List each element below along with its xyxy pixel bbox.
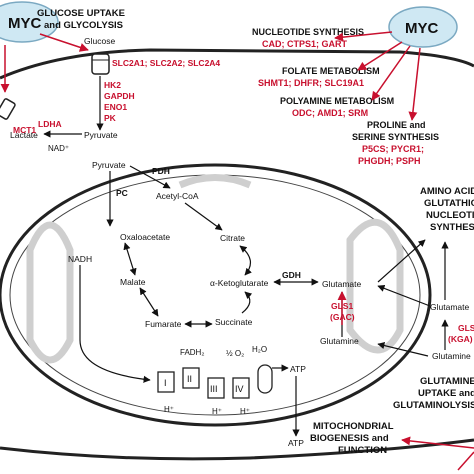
pdh-label: PDH xyxy=(152,166,170,176)
mito-biogenesis-3: FUNCTION xyxy=(338,445,387,456)
right-arrows xyxy=(292,239,449,437)
h2o: H₂O xyxy=(252,345,267,354)
slc2-genes: SLC2A1; SLC2A2; SLC2A4 xyxy=(112,58,220,68)
complex-i: I xyxy=(164,378,167,388)
amino-acid-3: NUCLEOTIDE xyxy=(426,210,474,221)
right-glutamine: Glutamine xyxy=(432,351,471,361)
proline-title-2: SERINE SYNTHESIS xyxy=(352,132,439,142)
complex-iii: III xyxy=(210,384,218,394)
mct1-transporter-icon xyxy=(0,98,16,120)
electron-transport-chain: I II III IV FADH₂ ½ O₂ H₂O ATP H⁺ H⁺ H⁺ xyxy=(157,345,306,416)
complex-ii: II xyxy=(187,374,192,384)
polyamine-genes: ODC; AMD1; SRM xyxy=(292,108,368,118)
myc-left-label: MYC xyxy=(8,15,42,32)
half-o2: ½ O₂ xyxy=(226,349,244,358)
mitochondrion xyxy=(0,163,432,427)
glycolysis-gene-pk: PK xyxy=(104,113,117,123)
amino-acid-2: GLUTATHIONE, xyxy=(424,198,474,209)
glucose-transporter-icon xyxy=(91,53,110,75)
gls-kga-2: (KGA) xyxy=(448,334,473,344)
glycolysis-gene-hk2: HK2 xyxy=(104,80,121,90)
mito-biogenesis-1: MITOCHONDRIAL xyxy=(313,421,394,432)
hplus-2: H⁺ xyxy=(212,407,222,416)
myc-node-left: MYC xyxy=(0,1,59,43)
nadh: NADH xyxy=(68,254,92,264)
oxaloacetate: Oxaloacetate xyxy=(120,232,170,242)
polyamine-title: POLYAMINE METABOLISM xyxy=(280,96,394,106)
folate-title: FOLATE METABOLISM xyxy=(282,66,380,76)
hplus-3: H⁺ xyxy=(240,407,250,416)
nad-label: NAD⁺ xyxy=(48,144,69,153)
ldha-label: LDHA xyxy=(38,119,62,129)
complex-iv: IV xyxy=(235,384,244,394)
tca-arrows xyxy=(79,165,346,383)
proline-genes-1: P5CS; PYCR1; xyxy=(362,144,424,154)
fadh2: FADH₂ xyxy=(180,348,204,357)
mito-biogenesis-2: BIOGENESIS and xyxy=(310,433,389,444)
alpha-ketoglutarate: α-Ketoglutarate xyxy=(210,278,269,288)
glycolysis-gene-eno1: ENO1 xyxy=(104,102,127,112)
proline-title-1: PROLINE and xyxy=(367,120,426,130)
proline-genes-2: PHGDH; PSPH xyxy=(358,156,421,166)
mito-pyruvate: Pyruvate xyxy=(92,160,126,170)
myc-node-right: MYC xyxy=(388,6,458,48)
cytosol-pyruvate: Pyruvate xyxy=(84,130,118,140)
citrate: Citrate xyxy=(220,233,245,243)
right-red-arrows xyxy=(337,291,474,471)
atp-outside: ATP xyxy=(288,438,304,448)
gls-kga-1: GLS xyxy=(458,323,474,333)
cell-membrane xyxy=(0,48,474,461)
amino-acid-4: SYNTHESIS xyxy=(430,222,474,233)
mct1-label: MCT1 xyxy=(13,125,36,135)
fumarate: Fumarate xyxy=(145,319,182,329)
folate-genes: SHMT1; DHFR; SLC19A1 xyxy=(258,78,364,88)
gdh-label: GDH xyxy=(282,270,301,280)
hplus-1: H⁺ xyxy=(164,405,174,414)
mito-glutamine: Glutamine xyxy=(320,336,359,346)
glutamine-uptake-2: UPTAKE and xyxy=(418,388,474,399)
glutamine-uptake-3: GLUTAMINOLYSIS xyxy=(393,400,474,411)
glutamine-uptake-1: GLUTAMINE xyxy=(420,376,474,387)
myc-right-label: MYC xyxy=(405,20,439,37)
glucose-uptake-title-2: and GLYCOLYSIS xyxy=(44,20,123,31)
nucleotide-title: NUCLEOTIDE SYNTHESIS xyxy=(252,27,364,37)
glycolysis-gene-gapdh: GAPDH xyxy=(104,91,135,101)
acetyl-coa: Acetyl-CoA xyxy=(156,191,199,201)
nucleotide-genes: CAD; CTPS1; GART xyxy=(262,39,348,49)
lactate-label: Lactate xyxy=(10,130,38,140)
amino-acid-1: AMINO ACID, xyxy=(420,186,474,197)
cristae xyxy=(26,174,404,364)
atp-inside: ATP xyxy=(290,364,306,374)
glucose-uptake-title-1: GLUCOSE UPTAKE xyxy=(37,8,125,19)
myc-right-arrows xyxy=(334,31,421,121)
malate: Malate xyxy=(120,277,146,287)
mito-glutamate: Glutamate xyxy=(322,279,361,289)
glucose-label: Glucose xyxy=(84,36,115,46)
succinate: Succinate xyxy=(215,317,253,327)
pc-label: PC xyxy=(116,188,128,198)
right-glutamate: Glutamate xyxy=(430,302,469,312)
arrow-myc-to-glucose-uptake xyxy=(39,33,89,52)
